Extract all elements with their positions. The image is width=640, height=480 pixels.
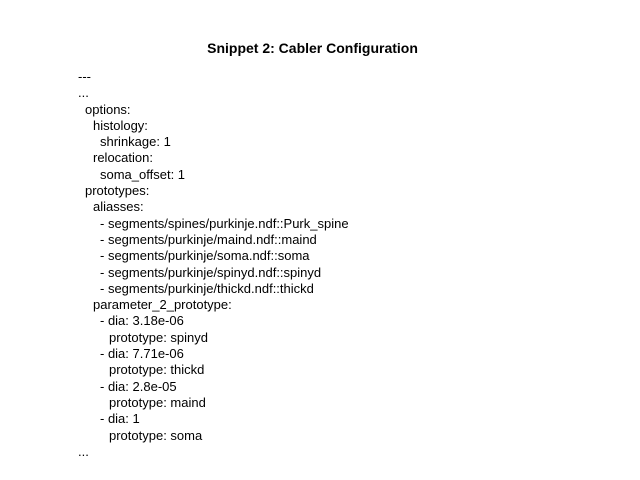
- snippet-title: Snippet 2: Cabler Configuration: [207, 40, 418, 56]
- yaml-line: - segments/spines/purkinje.ndf::Purk_spi…: [100, 215, 349, 231]
- yaml-line: prototype: soma: [109, 427, 203, 443]
- yaml-line: - dia: 3.18e-06: [100, 313, 184, 329]
- yaml-line: prototype: spinyd: [109, 329, 209, 345]
- yaml-line: prototypes:: [85, 183, 150, 199]
- yaml-line: ...: [78, 443, 89, 459]
- yaml-line: histology:: [93, 117, 148, 133]
- yaml-line: soma_offset: 1: [100, 166, 186, 182]
- yaml-snippet: --- ... options: histology: shrinkage: 1…: [78, 69, 349, 460]
- yaml-line: - segments/purkinje/thickd.ndf::thickd: [100, 280, 314, 296]
- yaml-line: - segments/purkinje/spinyd.ndf::spinyd: [100, 264, 322, 280]
- yaml-line: aliasses:: [93, 199, 144, 215]
- yaml-line: relocation:: [93, 150, 153, 166]
- yaml-line: options:: [85, 101, 131, 117]
- yaml-line: - segments/purkinje/maind.ndf::maind: [100, 231, 317, 247]
- yaml-line: - dia: 1: [100, 411, 140, 427]
- yaml-line: prototype: thickd: [109, 362, 205, 378]
- yaml-line: ---: [78, 69, 91, 84]
- yaml-line: prototype: maind: [109, 394, 206, 410]
- yaml-line: shrinkage: 1: [100, 134, 171, 150]
- yaml-line: - dia: 7.71e-06: [100, 346, 184, 362]
- yaml-line: parameter_2_prototype:: [93, 297, 232, 313]
- yaml-line: ...: [78, 85, 89, 101]
- yaml-line: - segments/purkinje/soma.ndf::soma: [100, 248, 310, 264]
- yaml-line: - dia: 2.8e-05: [100, 378, 177, 394]
